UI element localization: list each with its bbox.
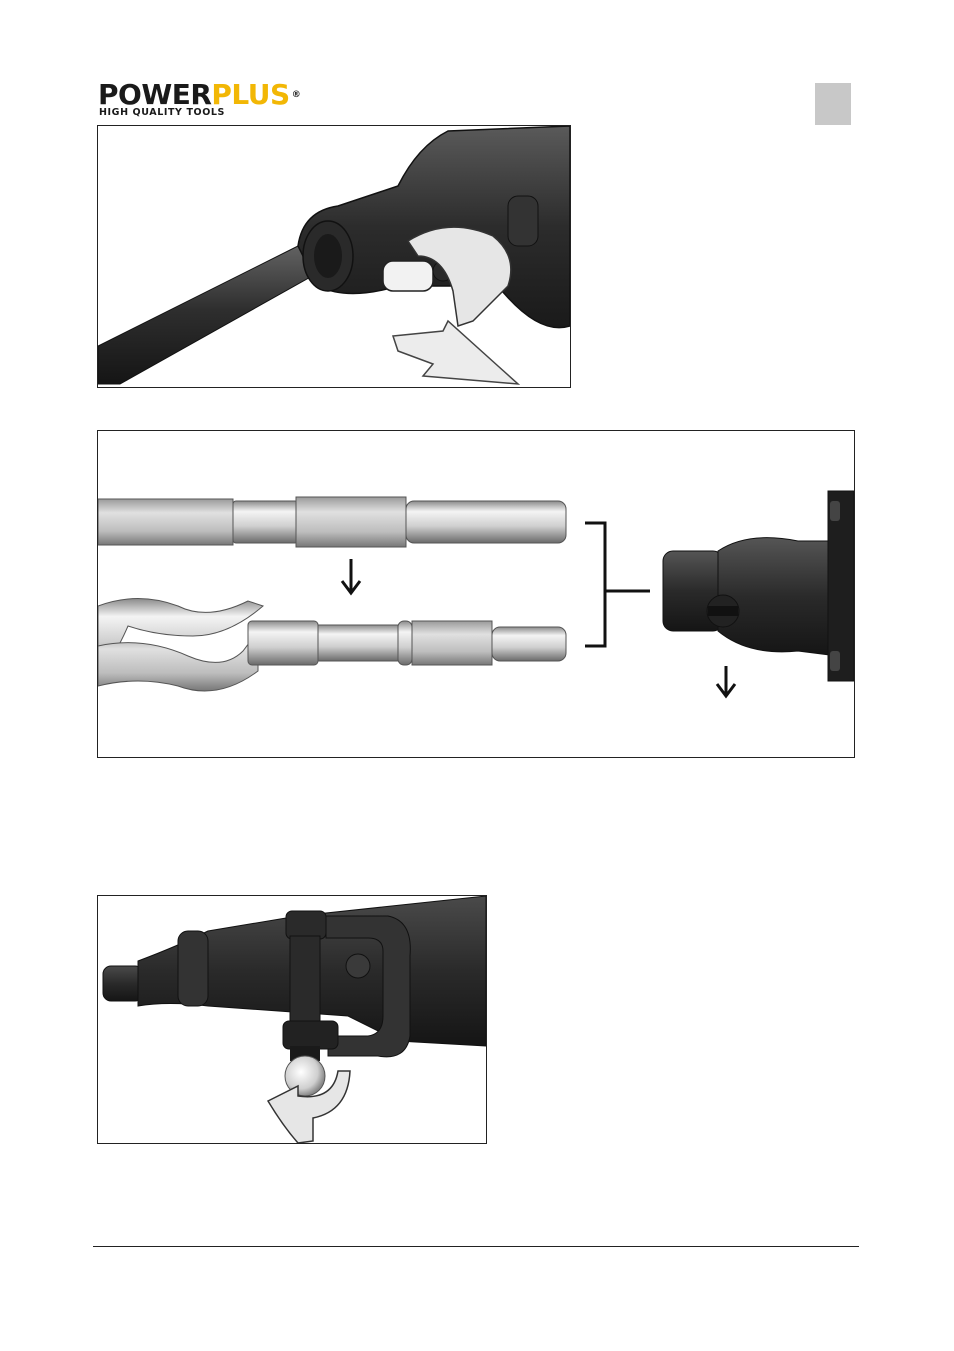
bit-shank-insertion-illustration <box>97 430 855 758</box>
right-arrow-icon <box>391 319 521 385</box>
down-arrow-icon <box>715 666 737 699</box>
chuck-lock-rotate-illustration <box>97 125 571 388</box>
tool-chuck <box>662 490 854 682</box>
drill-bit <box>98 598 567 692</box>
handle-knob <box>284 1046 326 1097</box>
brand-tagline: HIGH QUALITY TOOLS <box>99 107 225 118</box>
down-arrow-icon <box>340 559 362 596</box>
rotate-arrow-icon <box>406 226 512 327</box>
side-handle-adjust-illustration <box>97 895 487 1144</box>
side-handle <box>282 910 411 1058</box>
bracket-connector <box>585 521 650 648</box>
language-tab <box>815 83 851 125</box>
brand-wordmark: POWERPLUS® <box>98 78 301 111</box>
footer-divider <box>93 1246 859 1247</box>
rotate-arrow-icon <box>266 1070 351 1143</box>
chisel-shank <box>98 496 567 548</box>
brand-logo: POWERPLUS® HIGH QUALITY TOOLS <box>98 80 328 122</box>
